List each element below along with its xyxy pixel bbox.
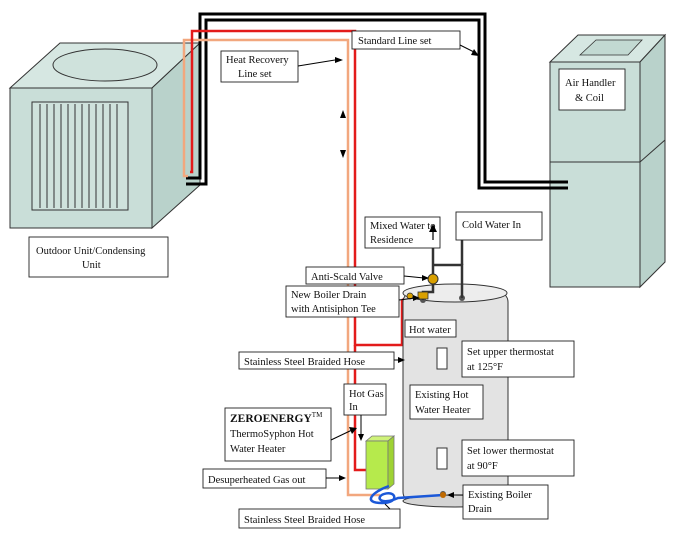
lower-thermostat-label: Set lower thermostat at 90°F	[461, 439, 575, 477]
outdoor-unit	[8, 41, 202, 230]
existing-boiler-drain-label: Existing Boiler Drain	[447, 484, 549, 520]
standard-line-set-label: Standard Line set	[351, 30, 479, 56]
standard-line-set	[186, 12, 568, 190]
svg-text:Hot water: Hot water	[409, 325, 451, 336]
svg-text:New Boiler Drain: New Boiler Drain	[291, 290, 367, 301]
svg-text:at 125°F: at 125°F	[467, 362, 503, 373]
stainless-hose-top-label: Stainless Steel Braided Hose	[238, 351, 405, 370]
air-handler-top-inner	[578, 39, 643, 56]
hot-water-label: Hot water	[404, 319, 457, 338]
upper-thermostat-label: Set upper thermostat at 125°F	[461, 340, 575, 378]
cold-water-label: Cold Water In	[455, 211, 543, 241]
svg-text:Existing Hot: Existing Hot	[415, 390, 468, 401]
svg-text:ThermoSyphon Hot: ThermoSyphon Hot	[230, 429, 314, 440]
svg-text:Desuperheated Gas out: Desuperheated Gas out	[208, 475, 305, 486]
outdoor-unit-label: Outdoor Unit/Condensing Unit	[28, 236, 169, 278]
thermosyphon-unit	[364, 435, 396, 490]
svg-text:Stainless Steel Braided Hose: Stainless Steel Braided Hose	[244, 515, 365, 526]
stainless-braided-hose	[369, 484, 444, 505]
svg-text:Outdoor Unit/Condensing: Outdoor Unit/Condensing	[36, 246, 146, 257]
anti-scald-valve	[427, 273, 439, 285]
cold-water-pipe	[433, 240, 464, 298]
svg-text:Set lower thermostat: Set lower thermostat	[467, 446, 554, 457]
svg-text:Standard Line set: Standard Line set	[358, 36, 432, 47]
lower-thermostat-panel	[436, 447, 448, 470]
svg-text:Drain: Drain	[468, 504, 493, 515]
svg-text:Set upper thermostat: Set upper thermostat	[467, 347, 554, 358]
svg-text:Line set: Line set	[238, 69, 272, 80]
svg-text:with Antisiphon Tee: with Antisiphon Tee	[291, 304, 376, 315]
svg-text:Cold Water In: Cold Water In	[462, 220, 522, 231]
svg-text:Stainless Steel Braided Hose: Stainless Steel Braided Hose	[244, 357, 365, 368]
svg-text:Heat Recovery: Heat Recovery	[226, 55, 289, 66]
thermosyphon-body	[365, 440, 389, 490]
svg-text:Water Heater: Water Heater	[230, 444, 286, 455]
air-handler-label: Air Handler & Coil	[558, 68, 626, 111]
svg-text:Air Handler: Air Handler	[565, 78, 616, 89]
flow-arrows	[340, 110, 346, 158]
svg-text:In: In	[349, 402, 358, 413]
water-heater-top	[402, 283, 508, 303]
svg-text:& Coil: & Coil	[575, 93, 604, 104]
desuperheated-line	[182, 38, 380, 497]
mixed-water-label: Mixed Water to Residence	[364, 216, 441, 249]
hot-gas-label: Hot Gas In	[343, 383, 387, 441]
stainless-hose-bottom-label: Stainless Steel Braided Hose	[238, 503, 401, 529]
svg-text:Residence: Residence	[370, 235, 413, 246]
svg-text:Mixed Water to: Mixed Water to	[370, 221, 435, 232]
zeroenergy-label: ZEROENERGYTM ThermoSyphon Hot Water Heat…	[224, 407, 357, 462]
outdoor-unit-grille	[31, 101, 129, 211]
hot-water-pipe	[421, 240, 435, 300]
svg-text:ZEROENERGYTM: ZEROENERGYTM	[230, 411, 323, 425]
anti-scald-label: Anti-Scald Valve	[305, 266, 429, 285]
heat-recovery-label: Heat Recovery Line set	[220, 50, 343, 83]
existing-heater-label: Existing Hot Water Heater	[409, 384, 484, 420]
desuperheated-label: Desuperheated Gas out	[202, 468, 346, 489]
svg-text:Existing Boiler: Existing Boiler	[468, 490, 532, 501]
upper-thermostat-panel	[436, 347, 448, 370]
outdoor-unit-fan	[52, 48, 158, 82]
air-handler-side	[639, 33, 666, 289]
svg-text:Hot Gas: Hot Gas	[349, 389, 384, 400]
svg-text:Unit: Unit	[82, 260, 101, 271]
new-boiler-drain-label: New Boiler Drain with Antisiphon Tee	[285, 285, 420, 318]
svg-text:Water Heater: Water Heater	[415, 405, 471, 416]
svg-text:Anti-Scald Valve: Anti-Scald Valve	[311, 272, 383, 283]
svg-text:at 90°F: at 90°F	[467, 461, 498, 472]
